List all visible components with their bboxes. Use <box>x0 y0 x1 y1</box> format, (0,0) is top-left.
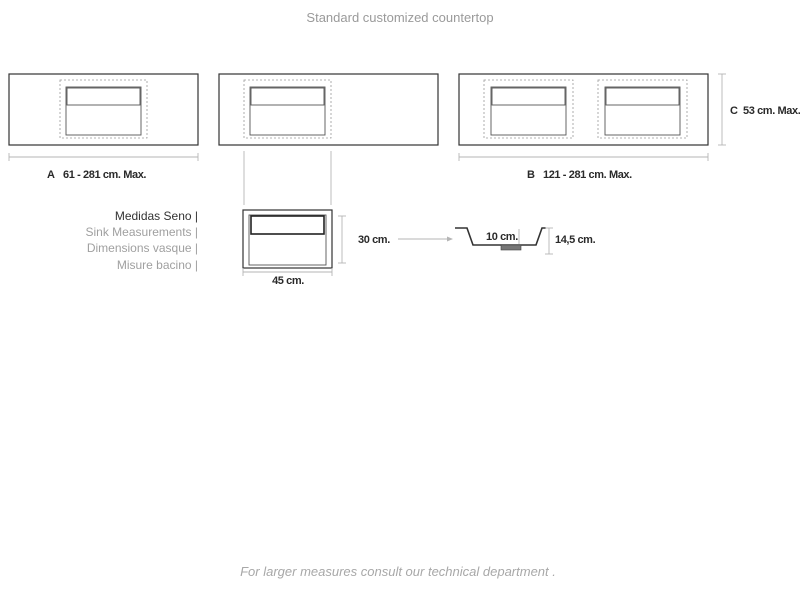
countertop-b <box>458 73 709 146</box>
countertop-a-outline <box>8 73 199 146</box>
section-connector <box>398 236 453 242</box>
sink-width-label: 45 cm. <box>272 275 304 287</box>
sink-plan-rim <box>250 215 325 235</box>
countertop-middle-sink-rim <box>250 87 325 106</box>
countertop-b-sink-left-rim <box>491 87 566 106</box>
countertop-a-sink-outer <box>59 79 148 139</box>
countertop-middle-sink-bowl <box>249 86 326 136</box>
footer-note: For larger measures consult our technica… <box>240 564 556 579</box>
drain-label: 10 cm. <box>486 231 518 243</box>
countertop-a-sink-bowl <box>65 86 142 136</box>
countertop-middle-outline <box>218 73 439 146</box>
section-connector-arrowhead <box>447 236 453 242</box>
countertop-b-sink-left-bowl <box>490 86 567 136</box>
sink-depth-label: 14,5 cm. <box>555 234 596 246</box>
dimension-c-range: 53 cm. Max.* <box>743 105 800 117</box>
countertop-a-sink-rim <box>66 87 141 106</box>
countertop-b-sink-right-rim <box>605 87 680 106</box>
countertop-b-sink-right-bowl <box>604 86 681 136</box>
countertop-middle <box>218 73 439 146</box>
dimension-a: A 61 - 281 cm. Max. <box>8 153 199 181</box>
page-title: Standard customized countertop <box>306 10 493 25</box>
legend-it: Misure bacino | <box>117 258 198 272</box>
dimension-a-range: 61 - 281 cm. Max. <box>63 169 146 181</box>
countertop-a <box>8 73 199 146</box>
dimension-a-letter: A <box>47 169 55 181</box>
sink-plan-view: 45 cm. 30 cm. <box>242 209 391 287</box>
dimension-b-letter: B <box>527 169 535 181</box>
countertop-middle-sink-outer <box>243 79 332 139</box>
dimension-c: C 53 cm. Max.* <box>718 73 800 146</box>
countertop-b-sink-left-outer <box>483 79 574 139</box>
sink-plan-bowl <box>248 214 327 266</box>
countertop-b-outline <box>458 73 709 146</box>
sink-plan-outer <box>242 209 333 269</box>
dimension-b-range: 121 - 281 cm. Max. <box>543 169 632 181</box>
dimension-b: B 121 - 281 cm. Max. <box>458 153 709 181</box>
sink-section-view: 10 cm. 14,5 cm. <box>455 227 596 255</box>
countertop-b-sink-right-outer <box>597 79 688 139</box>
drain-icon <box>500 244 522 251</box>
legend-en: Sink Measurements | <box>86 225 199 239</box>
legend-es: Medidas Seno | <box>115 209 198 223</box>
sink-height-label: 30 cm. <box>358 234 390 246</box>
legend-fr: Dimensions vasque | <box>87 241 198 255</box>
sink-measurements-legend: Medidas Seno | Sink Measurements | Dimen… <box>86 209 199 272</box>
dimension-c-letter: C <box>730 105 738 117</box>
